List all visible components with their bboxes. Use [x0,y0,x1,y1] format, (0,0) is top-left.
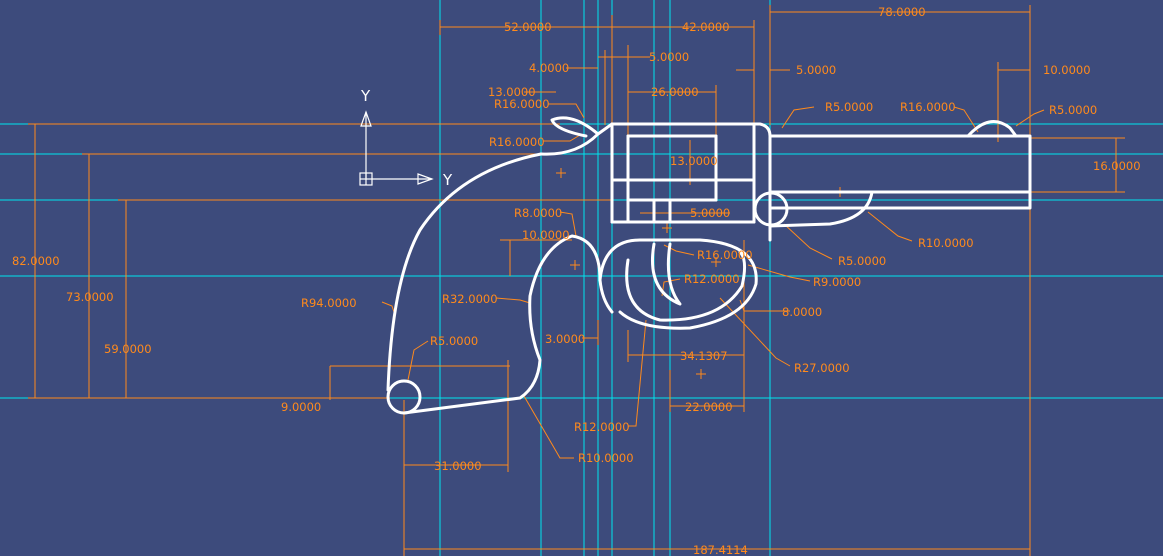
revolver-profile [386,116,1032,415]
dim-r10-a[interactable]: R10.0000 [918,236,974,250]
dim-9[interactable]: 9.0000 [281,400,321,414]
dim-r94[interactable]: R94.0000 [301,296,357,310]
dim-r5-b[interactable]: R5.0000 [1049,103,1097,117]
dim-52[interactable]: 52.0000 [504,20,552,34]
dimension-labels: 52.0000 42.0000 78.0000 4.0000 5.0000 5.… [12,5,1141,556]
dim-r16-b[interactable]: R16.0000 [489,135,545,149]
dim-r10-b[interactable]: R10.0000 [578,451,634,465]
dim-13-left[interactable]: 13.0000 [488,85,536,99]
dim-187[interactable]: 187.4114 [693,543,748,556]
dim-22[interactable]: 22.0000 [685,400,733,414]
dim-r5-a[interactable]: R5.0000 [825,100,873,114]
dim-r5-d[interactable]: R5.0000 [430,334,478,348]
dim-r32[interactable]: R32.0000 [442,292,498,306]
dim-r12-a[interactable]: R12.0000 [684,272,740,286]
dim-r8[interactable]: R8.0000 [514,206,562,220]
dim-5-top[interactable]: 5.0000 [649,50,689,64]
dim-r9[interactable]: R9.0000 [813,275,861,289]
axis-triad [359,110,434,186]
dim-16[interactable]: 16.0000 [1093,159,1141,173]
dim-82[interactable]: 82.0000 [12,254,60,268]
dim-31[interactable]: 31.0000 [434,459,482,473]
dimension-lines [28,5,1125,556]
dim-3[interactable]: 3.0000 [545,332,585,346]
dim-26[interactable]: 26.0000 [651,85,699,99]
dim-5-right[interactable]: 5.0000 [796,63,836,77]
dim-8[interactable]: 8.0000 [782,305,822,319]
axis-x-label: Y [442,171,453,189]
dim-10-mid[interactable]: 10.0000 [522,228,570,242]
dim-r16-trigger[interactable]: R16.0000 [697,248,753,262]
dim-r12-b[interactable]: R12.0000 [574,420,630,434]
dim-34[interactable]: 34.1307 [680,349,728,363]
dim-10-top[interactable]: 10.0000 [1043,63,1091,77]
dim-42[interactable]: 42.0000 [682,20,730,34]
dim-4[interactable]: 4.0000 [529,61,569,75]
dim-59[interactable]: 59.0000 [104,342,152,356]
dim-13-mid[interactable]: 13.0000 [670,154,718,168]
dim-r27[interactable]: R27.0000 [794,361,850,375]
dim-r16-a[interactable]: R16.0000 [494,97,550,111]
dim-73[interactable]: 73.0000 [66,290,114,304]
dim-r5-c[interactable]: R5.0000 [838,254,886,268]
dim-5-mid[interactable]: 5.0000 [690,206,730,220]
axis-y-label: Y [360,87,371,105]
dim-78[interactable]: 78.0000 [878,5,926,19]
dim-r16-c[interactable]: R16.0000 [900,100,956,114]
